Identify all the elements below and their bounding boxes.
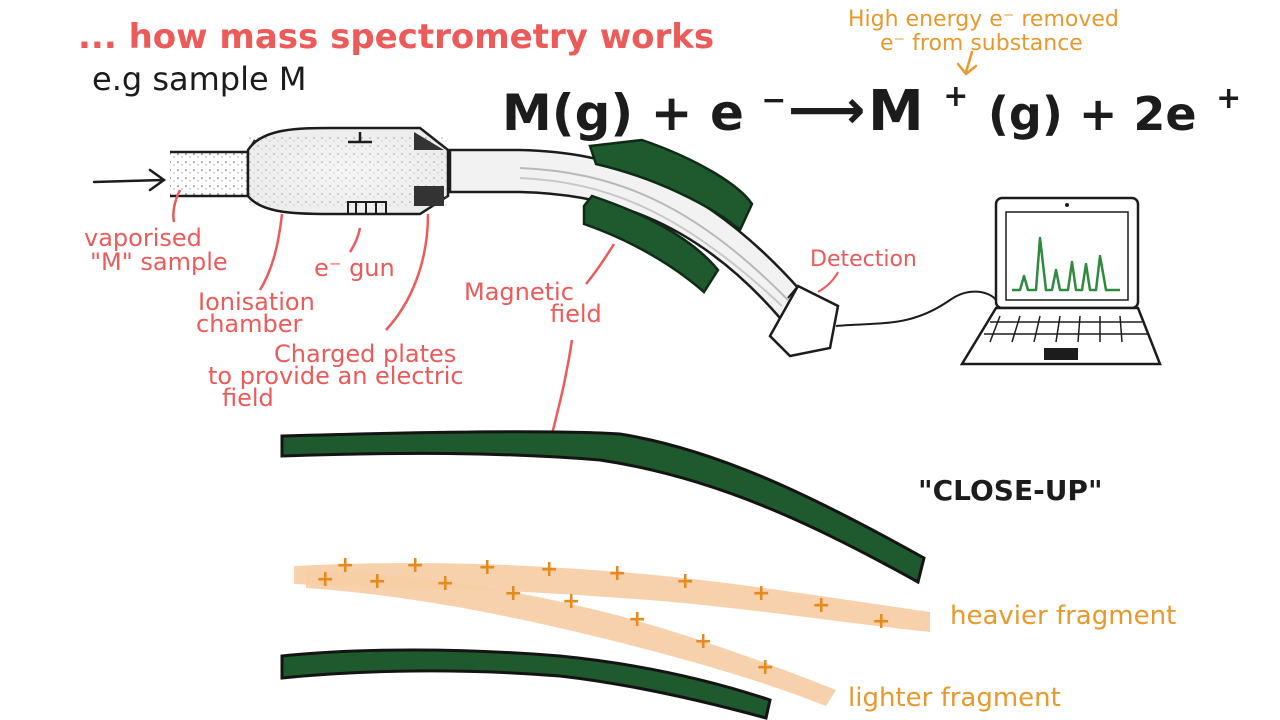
svg-text:+: + xyxy=(504,581,522,606)
heading: ... how mass spectrometry works xyxy=(78,17,714,57)
egun-label: e⁻ gun xyxy=(314,227,395,282)
svg-text:+: + xyxy=(368,569,386,594)
svg-text:Ionisation: Ionisation xyxy=(198,288,315,316)
svg-text:field: field xyxy=(222,384,274,412)
svg-text:+: + xyxy=(316,567,334,592)
svg-text:chamber: chamber xyxy=(196,310,302,338)
equation-arrow: ⟶ xyxy=(788,78,865,141)
svg-text:e.g sample M: e.g sample M xyxy=(92,60,306,98)
heavier-fragment-stream xyxy=(294,563,930,632)
svg-text:+: + xyxy=(752,581,770,606)
detection-label: Detection xyxy=(810,247,917,293)
lighter-fragment-stream xyxy=(306,570,836,706)
magnet-icon xyxy=(582,138,754,294)
svg-text:+: + xyxy=(406,553,424,578)
ion-charges: + + + + + + + + + + + + + + + + + xyxy=(316,553,890,680)
svg-text:+: + xyxy=(872,609,890,634)
svg-text:High energy e⁻ removed: High energy e⁻ removed xyxy=(848,7,1119,32)
svg-text:+: + xyxy=(756,655,774,680)
closeup-magnet-top xyxy=(280,430,926,585)
ionisation-equation: M(g) + e − ⟶ M + (g) + 2e + xyxy=(502,55,1241,144)
close-up-label: "CLOSE-UP" xyxy=(918,474,1103,507)
laptop-icon xyxy=(959,196,1162,366)
charged-plates-label: Charged plates to provide an electric fi… xyxy=(208,213,464,412)
svg-text:Detection: Detection xyxy=(810,247,917,272)
svg-text:e⁻ gun: e⁻ gun xyxy=(314,254,395,282)
charged-plate-top xyxy=(414,132,444,150)
svg-text:"M" sample: "M" sample xyxy=(90,248,228,276)
vaporised-label: vaporised "M" sample xyxy=(84,189,228,276)
svg-text:+: + xyxy=(436,571,454,596)
ionisation-label: Ionisation chamber xyxy=(196,213,315,338)
spectrum-trace xyxy=(1012,236,1120,292)
charged-plate-bottom xyxy=(414,186,444,206)
equation-product: M + (g) + 2e + xyxy=(868,55,1241,144)
svg-text:vaporised: vaporised xyxy=(84,224,202,252)
note-arrow-icon xyxy=(956,50,978,76)
svg-text:field: field xyxy=(550,300,602,328)
detector xyxy=(768,284,840,358)
lighter-fragment-label: lighter fragment xyxy=(848,683,1061,713)
svg-text:+: + xyxy=(608,561,626,586)
inlet-tube xyxy=(170,139,257,198)
svg-text:+: + xyxy=(694,629,712,654)
detector-cable xyxy=(835,290,997,327)
svg-text:Charged plates: Charged plates xyxy=(274,340,456,368)
svg-text:+: + xyxy=(628,607,646,632)
svg-text:Magnetic: Magnetic xyxy=(464,278,574,306)
svg-text:+: + xyxy=(540,557,558,582)
ionisation-chamber xyxy=(246,126,450,216)
equation-left: M(g) + e − xyxy=(502,83,786,142)
arrow-right-icon xyxy=(92,168,167,192)
magnet-bottom xyxy=(582,194,720,294)
svg-text:+: + xyxy=(676,569,694,594)
closeup-magnet-bottom xyxy=(280,648,772,720)
svg-text:e⁻ from substance: e⁻ from substance xyxy=(880,31,1083,56)
svg-text:+: + xyxy=(562,589,580,614)
electron-gun xyxy=(347,201,387,214)
svg-text:+: + xyxy=(478,555,496,580)
magnetic-field-label: Magnetic field xyxy=(464,243,616,435)
magnet-top xyxy=(588,138,754,233)
svg-text:to provide an electric: to provide an electric xyxy=(208,362,464,390)
svg-text:... how mass spectrometry work: ... how mass spectrometry works xyxy=(78,17,714,57)
high-energy-note: High energy e⁻ removed e⁻ from substance xyxy=(848,7,1119,76)
sample-label: e.g sample M xyxy=(92,60,306,98)
heavier-fragment-label: heavier fragment xyxy=(950,601,1176,631)
svg-text:+: + xyxy=(336,553,354,578)
svg-text:+: + xyxy=(812,593,830,618)
